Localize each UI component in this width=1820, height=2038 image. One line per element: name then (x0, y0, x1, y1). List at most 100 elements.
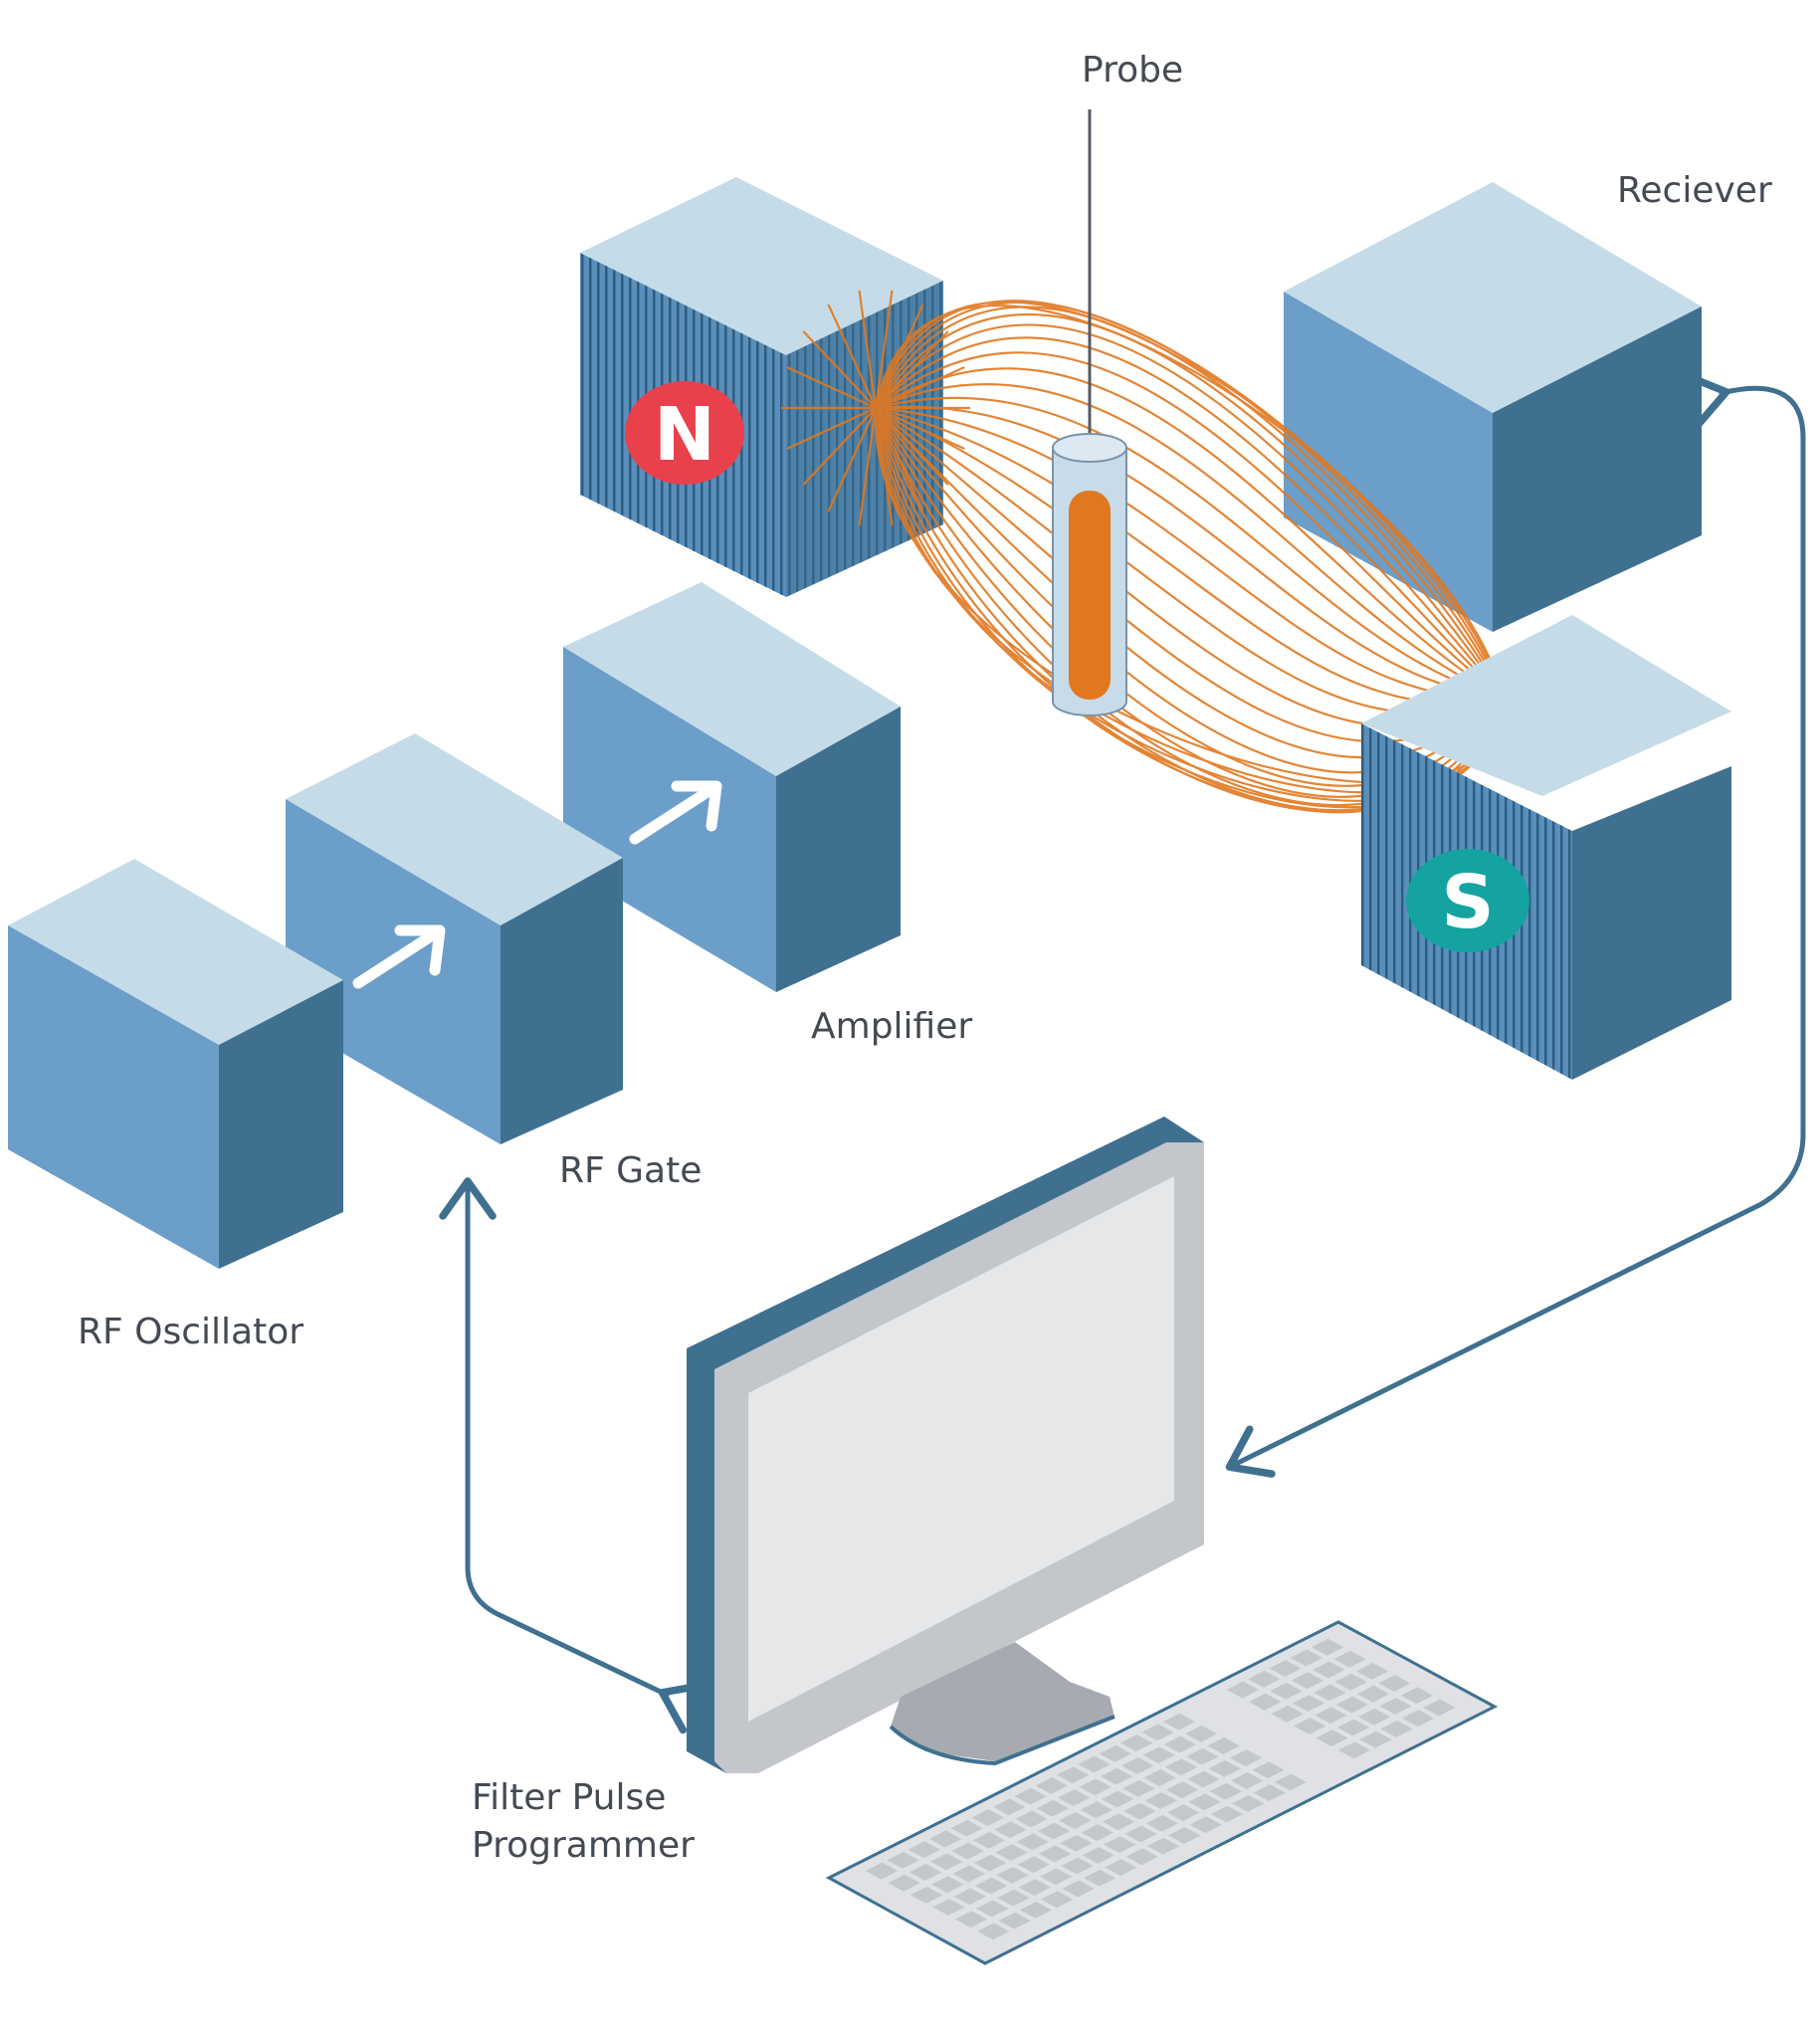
key (1125, 1848, 1158, 1866)
key (1060, 1834, 1093, 1852)
key (1291, 1672, 1324, 1690)
key (1168, 1826, 1201, 1844)
key (1146, 1837, 1180, 1855)
key (1378, 1675, 1411, 1693)
key (950, 1819, 983, 1837)
connectors (439, 372, 1806, 1734)
key (1359, 1731, 1392, 1748)
arrow-right-icon (352, 924, 446, 989)
key (1122, 1779, 1155, 1797)
field-line (874, 407, 894, 526)
key (908, 1841, 941, 1859)
receiver-to-computer-connector (1225, 372, 1806, 1478)
key (1274, 1773, 1308, 1791)
key (1058, 1789, 1091, 1806)
key (1078, 1755, 1111, 1773)
key (1143, 1769, 1176, 1786)
key (1249, 1693, 1282, 1711)
key (1231, 1772, 1264, 1789)
key (1057, 1766, 1090, 1784)
probe (1052, 109, 1127, 716)
north-pole-badge: N (625, 381, 744, 485)
computer-to-rf-gate-connector (439, 1177, 708, 1734)
key (1253, 1784, 1286, 1802)
key (1014, 1787, 1047, 1805)
key (1165, 1781, 1199, 1799)
key (1164, 1758, 1198, 1776)
key (998, 1912, 1031, 1930)
key (1290, 1649, 1323, 1667)
key (1248, 1670, 1281, 1688)
key (1059, 1811, 1092, 1829)
key (909, 1864, 942, 1881)
field-line (802, 407, 877, 486)
key (1145, 1814, 1179, 1832)
rf-oscillator-cube (8, 859, 343, 1269)
key (1210, 1805, 1244, 1823)
key (1120, 1734, 1153, 1751)
rf-gate-label: RF Gate (559, 1150, 702, 1191)
key (995, 1844, 1028, 1861)
key (1423, 1699, 1456, 1717)
field-line (786, 365, 877, 409)
key (1358, 1708, 1391, 1726)
field-line (874, 407, 924, 512)
programmer-label: Programmer (472, 1825, 695, 1866)
keyboard (825, 1620, 1499, 1965)
key (954, 1911, 988, 1929)
key (1355, 1663, 1389, 1680)
key (930, 1853, 963, 1871)
field-line (802, 330, 877, 409)
key (1099, 1744, 1132, 1762)
field-line (874, 304, 924, 409)
keyboard-keys (866, 1638, 1456, 1940)
key (1019, 1901, 1053, 1919)
svg-text:S: S (1441, 860, 1494, 945)
key (1209, 1782, 1243, 1800)
key (1207, 1737, 1240, 1754)
key (994, 1821, 1027, 1839)
key (1141, 1724, 1174, 1741)
key (1229, 1749, 1263, 1767)
key (1041, 1891, 1074, 1909)
key (1100, 1767, 1133, 1785)
key (1379, 1698, 1412, 1715)
computer-monitor (687, 1117, 1204, 1773)
probe-label: Probe (1082, 50, 1183, 91)
key (1121, 1756, 1154, 1774)
key (1080, 1801, 1112, 1819)
key (1293, 1718, 1326, 1734)
key (997, 1889, 1030, 1907)
key (929, 1830, 962, 1848)
rf-gate-cube (286, 733, 623, 1144)
key (1314, 1707, 1347, 1725)
key (1315, 1730, 1348, 1747)
key (1270, 1683, 1303, 1700)
key (1313, 1661, 1345, 1679)
key (1038, 1845, 1072, 1863)
key (971, 1809, 1005, 1826)
field-line (827, 304, 878, 409)
key (1037, 1822, 1071, 1840)
key (1167, 1804, 1200, 1821)
key (1269, 1660, 1302, 1678)
key (1142, 1746, 1175, 1764)
key (1226, 1681, 1260, 1699)
key (1400, 1687, 1434, 1705)
key (1016, 1833, 1049, 1851)
key (888, 1874, 920, 1892)
key (1334, 1673, 1367, 1691)
key (931, 1876, 964, 1894)
key (952, 1865, 985, 1883)
key (1105, 1859, 1137, 1876)
key (1186, 1747, 1219, 1765)
key (1356, 1685, 1390, 1703)
key (1187, 1770, 1220, 1788)
key (910, 1886, 943, 1904)
key (1040, 1868, 1073, 1886)
key (1104, 1836, 1136, 1854)
key (1333, 1650, 1366, 1668)
field-line (827, 407, 878, 512)
field-line (875, 330, 949, 409)
